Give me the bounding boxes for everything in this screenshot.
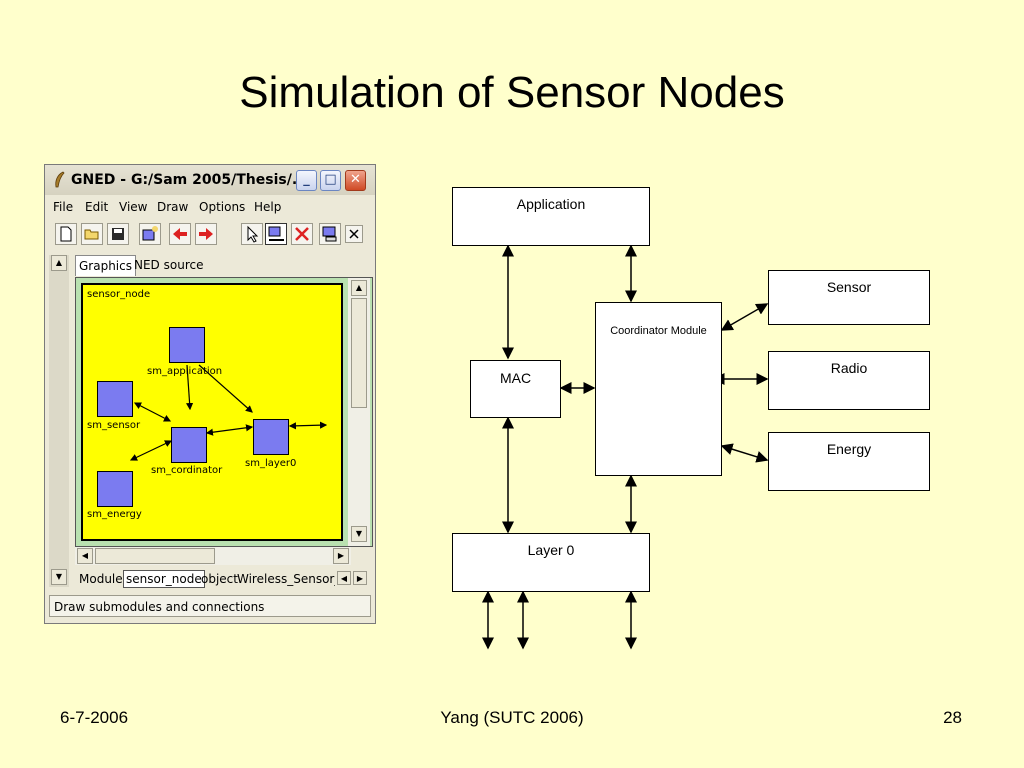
- draw-tool-button[interactable]: [265, 223, 287, 245]
- arrow-left-icon: [173, 228, 187, 240]
- toolbar: [45, 221, 375, 249]
- module-import-icon: [142, 226, 158, 241]
- connections-layer: [129, 364, 328, 461]
- properties-button[interactable]: [319, 223, 341, 245]
- back-button[interactable]: [169, 223, 191, 245]
- energy-block: Energy: [768, 432, 930, 491]
- draw-module-icon: [268, 226, 284, 241]
- open-folder-icon: [84, 229, 99, 240]
- compound-module-label: sensor_node: [87, 289, 151, 300]
- submodule-coordinator-label: sm_cordinator: [151, 465, 223, 476]
- module-name-field[interactable]: sensor_node: [123, 570, 205, 588]
- sensor-label: Sensor: [826, 279, 872, 295]
- monitor-icon: [322, 226, 337, 242]
- save-button[interactable]: [107, 223, 129, 245]
- floppy-save-icon: [112, 228, 124, 240]
- submodule-application-label: sm_application: [147, 366, 223, 377]
- object-label: object: [201, 572, 238, 586]
- maximize-button[interactable]: □: [320, 170, 341, 191]
- status-bar: Draw submodules and connections: [49, 595, 371, 617]
- horizontal-scroll-thumb[interactable]: [95, 548, 215, 564]
- window-titlebar[interactable]: GNED - G:/Sam 2005/Thesis/... _ □ ✕: [45, 165, 375, 195]
- minimize-button[interactable]: _: [296, 170, 317, 191]
- cursor-icon: [247, 225, 259, 243]
- coordinator-module-block: Coordinator Module: [595, 302, 722, 476]
- tab-ned-source[interactable]: NED source: [134, 258, 204, 272]
- menu-help[interactable]: Help: [254, 200, 282, 214]
- slide-title: Simulation of Sensor Nodes: [239, 68, 785, 117]
- submodule-application[interactable]: [169, 327, 205, 363]
- footer-center: Yang (SUTC 2006): [440, 708, 584, 727]
- new-file-button[interactable]: [55, 223, 77, 245]
- layer0-label: Layer 0: [527, 542, 575, 558]
- horizontal-scrollbar[interactable]: ◀ ▶: [75, 547, 351, 565]
- vertical-scroll-thumb[interactable]: [351, 298, 367, 408]
- submodule-energy[interactable]: [97, 471, 133, 507]
- menu-bar: File Edit View Draw Options Help: [45, 197, 375, 217]
- radio-block: Radio: [768, 351, 930, 410]
- scroll-right-arrow[interactable]: ▶: [333, 548, 349, 564]
- canvas-frame: sensor_node sm_application sm_sensor sm_…: [75, 277, 373, 547]
- submodule-energy-label: sm_energy: [87, 509, 142, 520]
- submodule-layer0-label: sm_layer0: [245, 458, 297, 469]
- import-module-button[interactable]: [139, 223, 161, 245]
- file-tree-strip: ▲ ▼: [49, 255, 69, 587]
- menu-edit[interactable]: Edit: [85, 200, 109, 214]
- forward-button[interactable]: [195, 223, 217, 245]
- module-canvas[interactable]: sensor_node sm_application sm_sensor sm_…: [81, 283, 343, 541]
- menu-options[interactable]: Options: [199, 200, 246, 214]
- scroll-down-arrow[interactable]: ▼: [351, 526, 367, 542]
- scroll-right-arrow[interactable]: ▶: [353, 571, 367, 585]
- close-button[interactable]: ✕: [345, 170, 366, 191]
- submodule-sensor[interactable]: [97, 381, 133, 417]
- gned-window: GNED - G:/Sam 2005/Thesis/... _ □ ✕ File…: [44, 164, 376, 624]
- new-file-icon: [60, 226, 72, 242]
- layer0-block: Layer 0: [452, 533, 650, 592]
- tab-graphics[interactable]: Graphics: [75, 255, 136, 276]
- submodule-sensor-label: sm_sensor: [87, 420, 141, 431]
- object-name-field: Wireless_Sensor_N: [237, 572, 335, 586]
- mac-block: MAC: [470, 360, 561, 418]
- vertical-scrollbar[interactable]: ▲ ▼: [348, 278, 370, 546]
- scroll-down-arrow[interactable]: ▼: [51, 569, 67, 585]
- radio-label: Radio: [830, 360, 868, 376]
- menu-draw[interactable]: Draw: [157, 200, 189, 214]
- feather-icon: [55, 171, 65, 188]
- energy-label: Energy: [826, 441, 872, 457]
- scroll-up-arrow[interactable]: ▲: [51, 255, 67, 271]
- footer-date: 6-7-2006: [60, 708, 129, 727]
- menu-view[interactable]: View: [119, 200, 148, 214]
- close-icon: [349, 229, 359, 239]
- scroll-left-arrow[interactable]: ◀: [337, 571, 351, 585]
- application-label: Application: [516, 196, 586, 212]
- coordinator-module-label: Coordinator Module: [610, 325, 707, 337]
- sensor-block: Sensor: [768, 270, 930, 325]
- application-block: Application: [452, 187, 650, 246]
- module-label: Module: [79, 572, 123, 586]
- select-tool-button[interactable]: [241, 223, 263, 245]
- delete-button[interactable]: [291, 223, 313, 245]
- footer-page-number: 28: [943, 708, 962, 727]
- scroll-up-arrow[interactable]: ▲: [351, 280, 367, 296]
- window-title: GNED - G:/Sam 2005/Thesis/...: [71, 172, 308, 188]
- delete-x-icon: [295, 227, 309, 241]
- arrow-right-icon: [199, 228, 213, 240]
- scroll-left-arrow[interactable]: ◀: [77, 548, 93, 564]
- submodule-coordinator[interactable]: [171, 427, 207, 463]
- menu-file[interactable]: File: [53, 200, 74, 214]
- submodule-layer0[interactable]: [253, 419, 289, 455]
- mac-label: MAC: [499, 370, 532, 386]
- open-folder-button[interactable]: [81, 223, 103, 245]
- close-file-button[interactable]: [345, 225, 363, 243]
